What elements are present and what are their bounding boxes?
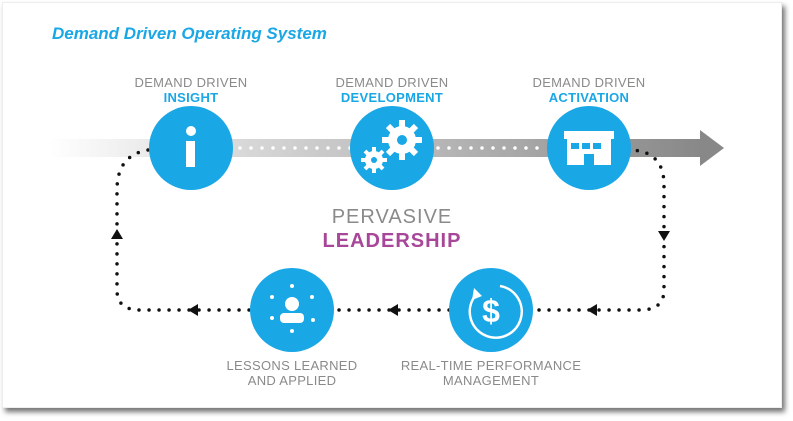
stage-name: DEVELOPMENT [340,90,444,105]
diagram-title: Demand Driven Operating System [52,24,327,43]
stage-prefix: DEMAND DRIVEN [532,75,646,90]
loop-arrowheads [111,229,670,316]
gears-icon [361,120,422,173]
label-line: MANAGEMENT [442,373,540,388]
label-line: LESSONS LEARNED [226,358,358,373]
stage-prefix: DEMAND DRIVEN [335,75,449,90]
stage-name: ACTIVATION [548,90,630,105]
diagram-card [2,2,782,408]
label-line: REAL-TIME PERFORMANCE [400,358,582,373]
leadership-text: LEADERSHIP [322,230,462,252]
dollar-cycle-icon: $ [468,284,523,339]
storefront-icon [564,131,614,165]
person-icon [270,284,315,333]
pervasive-text: PERVASIVE [331,206,453,228]
stage-name: INSIGHT [163,90,219,105]
stage-prefix: DEMAND DRIVEN [134,75,248,90]
svg-text:$: $ [482,293,500,329]
label-line: AND APPLIED [247,373,337,388]
info-icon [186,126,196,167]
